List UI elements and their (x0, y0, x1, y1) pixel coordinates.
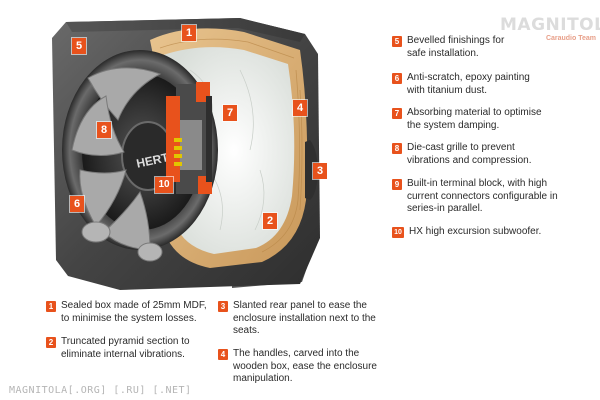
marker-2: 2 (263, 213, 277, 229)
callout-5: 5 Bevelled finishings for safe installat… (392, 35, 510, 60)
callout-text: Built-in terminal block, with high curre… (407, 178, 558, 214)
marker-4: 4 (293, 100, 307, 116)
callout-number: 10 (392, 227, 404, 238)
marker-8: 8 (97, 122, 111, 138)
callout-10: 10 HX high excursion subwoofer. (392, 226, 567, 239)
callout-number: 9 (392, 179, 402, 190)
callout-text: Die-cast grille to prevent vibrations an… (407, 142, 532, 166)
callout-3: 3 Slanted rear panel to ease the enclosu… (218, 300, 378, 338)
callout-text: Truncated pyramid section to eliminate i… (61, 336, 190, 360)
callout-text: Slanted rear panel to ease the enclosure… (233, 300, 376, 336)
callout-9: 9 Built-in terminal block, with high cur… (392, 178, 567, 216)
motor-structure (166, 82, 212, 194)
marker-10: 10 (155, 177, 173, 193)
callout-number: 5 (392, 36, 402, 47)
callout-number: 3 (218, 301, 228, 312)
watermark-brand: MAGNITOLA (500, 15, 600, 35)
callout-text: Bevelled finishings for safe installatio… (407, 35, 505, 59)
callout-text: Anti-scratch, epoxy painting with titani… (407, 72, 530, 96)
callout-1: 1 Sealed box made of 25mm MDF, to minimi… (46, 300, 208, 325)
footer-watermark: MAGNITOLA[.ORG] [.RU] [.NET] (9, 385, 192, 396)
callout-text: Absorbing material to optimise the syste… (407, 107, 542, 131)
die-cast-grille (71, 67, 163, 262)
callout-text: HX high excursion subwoofer. (409, 226, 542, 237)
callout-number: 7 (392, 108, 402, 119)
box-top-bevel (66, 18, 305, 42)
handle-recess (305, 140, 318, 200)
subwoofer-cutaway-illustration: HERTZ (52, 18, 320, 290)
callout-number: 6 (392, 73, 402, 84)
callout-number: 8 (392, 143, 402, 154)
callout-7: 7 Absorbing material to optimise the sys… (392, 107, 552, 132)
marker-6: 6 (70, 196, 84, 212)
callout-4: 4 The handles, carved into the wooden bo… (218, 348, 378, 386)
marker-1: 1 (182, 25, 196, 41)
callout-number: 4 (218, 349, 228, 360)
marker-5: 5 (72, 38, 86, 54)
callout-8: 8 Die-cast grille to prevent vibrations … (392, 142, 552, 167)
marker-3: 3 (313, 163, 327, 179)
callout-6: 6 Anti-scratch, epoxy painting with tita… (392, 72, 542, 97)
watermark-tagline: Caraudio Team (545, 35, 596, 42)
callout-number: 1 (46, 301, 56, 312)
callout-number: 2 (46, 337, 56, 348)
callout-2: 2 Truncated pyramid section to eliminate… (46, 336, 206, 361)
marker-7: 7 (223, 105, 237, 121)
callout-text: The handles, carved into the wooden box,… (233, 348, 377, 384)
callout-text: Sealed box made of 25mm MDF, to minimise… (61, 300, 207, 324)
